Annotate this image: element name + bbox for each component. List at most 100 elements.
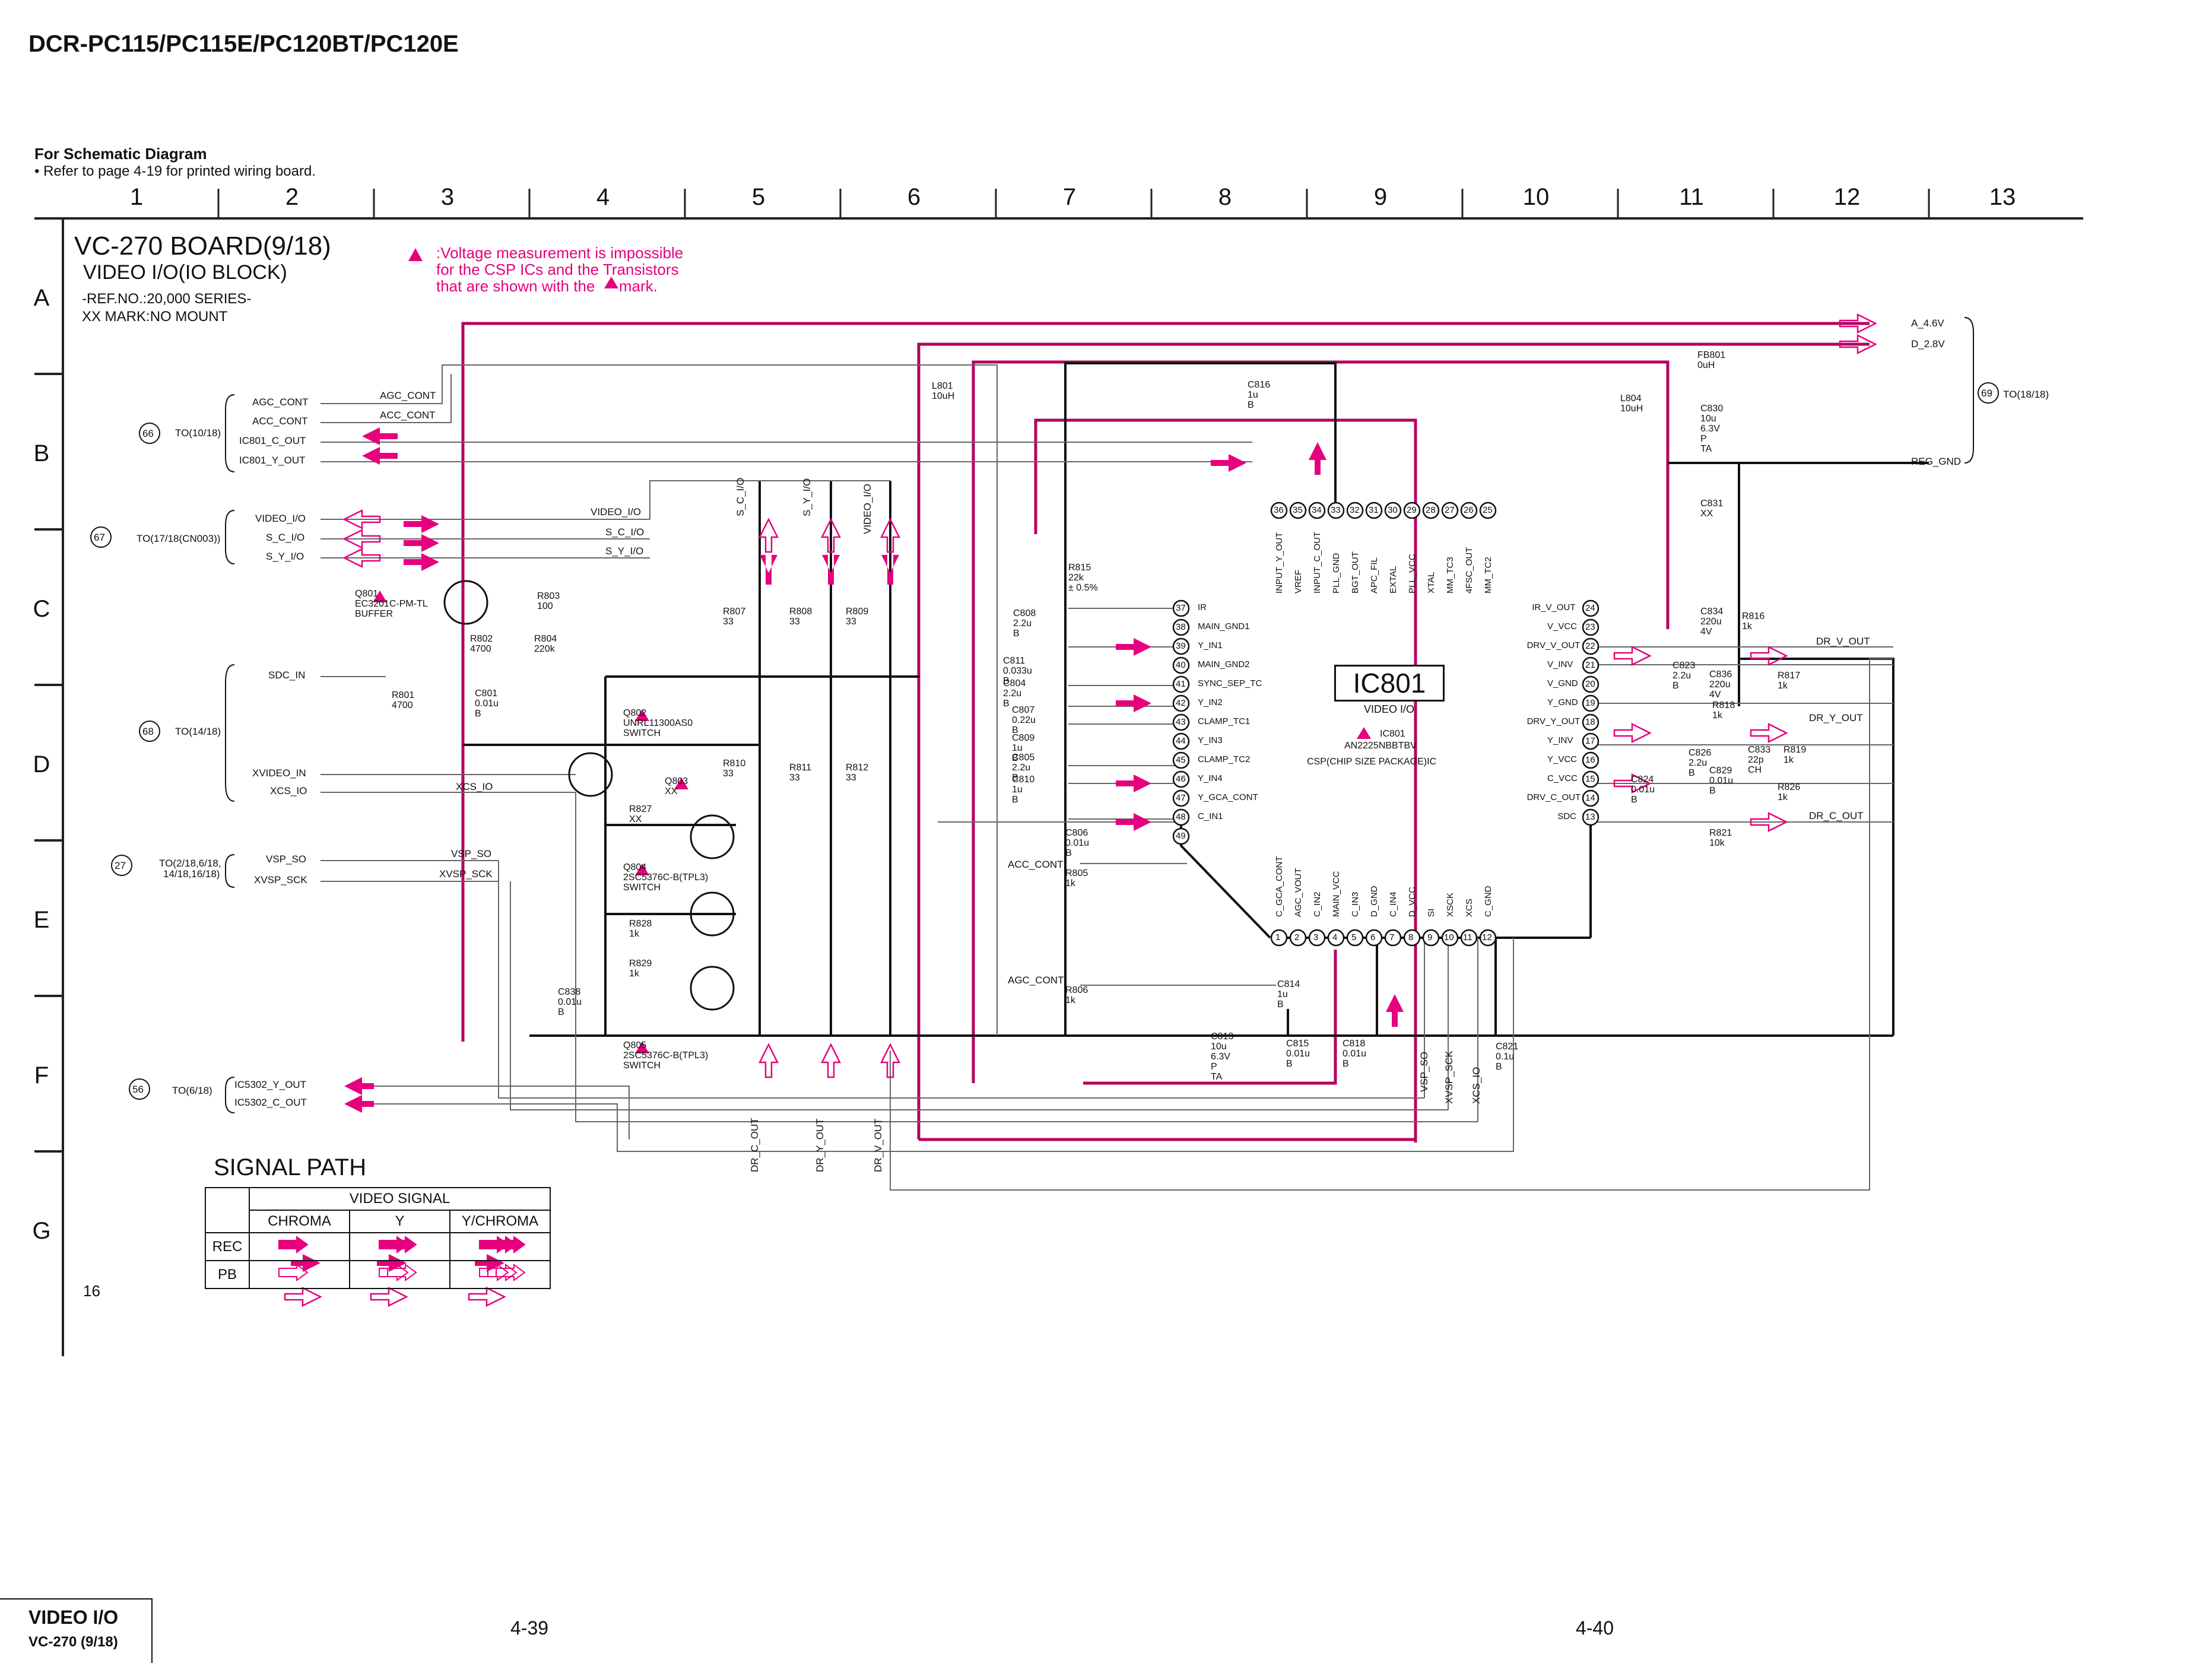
connector-68-to: TO(14/18) [175, 726, 221, 737]
ic-pin-name-9: SI [1426, 908, 1436, 917]
sp-pb-ychroma-arrow-arrow-0 [478, 1264, 509, 1281]
ic-pin-41: 41 [1176, 679, 1186, 689]
ic-pin-29: 29 [1407, 505, 1417, 515]
col-1: 1 [129, 184, 144, 210]
ic-pin-9: 9 [1427, 932, 1433, 942]
for-schematic-heading: For Schematic Diagram [34, 145, 207, 163]
ic-pin-23: 23 [1585, 622, 1595, 632]
ic-pin-name-3: C_IN2 [1312, 891, 1322, 917]
ic-pin-name-18: DRV_Y_OUT [1526, 716, 1581, 726]
sp-rec-chroma-arrow [249, 1232, 350, 1261]
sp-pb-y-arrow-arrow-0 [378, 1264, 409, 1281]
ic-pin-40: 40 [1176, 660, 1186, 670]
ic-pin-19: 19 [1585, 698, 1595, 708]
net-s-y-io: S_Y_I/O [605, 545, 644, 557]
ic-pin-17: 17 [1585, 736, 1595, 746]
ic-pin-45: 45 [1176, 755, 1186, 765]
net-acc-cont-2: ACC_CONT [1008, 859, 1064, 870]
port-ic801-c-out: IC801_C_OUT [239, 435, 306, 446]
pb-arrows [284, 313, 1877, 1307]
col-7: 7 [1062, 184, 1077, 210]
port-acc-cont: ACC_CONT [252, 415, 308, 427]
net-dr-v-out: DR_V_OUT [1816, 636, 1870, 647]
col-8: 8 [1218, 184, 1232, 210]
col-9: 9 [1373, 184, 1388, 210]
sp-row-rec: REC [205, 1232, 250, 1261]
ic801-part: IC801 [1380, 729, 1405, 739]
ic-pin-name-11: XCS [1464, 899, 1474, 917]
ic-pin-21: 21 [1585, 660, 1595, 670]
ic-pin-name-23: V_VCC [1547, 621, 1578, 631]
connector-69-num: 69 [1981, 388, 1992, 399]
port-ic5302-y-out: IC5302_Y_OUT [234, 1079, 306, 1090]
sp-rec-y-arrow-glyph [378, 1236, 417, 1253]
row-b: B [33, 440, 50, 466]
row-f: F [34, 1062, 49, 1088]
board-title: VC-270 BOARD(9/18) [74, 231, 331, 261]
row-g: G [32, 1218, 51, 1244]
ic-pin-name-48: C_IN1 [1198, 811, 1223, 821]
ic-pin-name-42: Y_IN2 [1198, 697, 1223, 707]
ic-pin-36: 36 [1274, 505, 1284, 515]
ic-pin-name-41: SYNC_SEP_TC [1198, 678, 1262, 688]
net-acc-cont: ACC_CONT [380, 410, 436, 421]
col-4: 4 [596, 184, 610, 210]
ic-pin-name-10: XSCK [1445, 893, 1455, 917]
sp-rec-chroma-arrow-glyph [278, 1236, 309, 1253]
port-s-c-io: S_C_I/O [266, 532, 305, 543]
ic-pin-name-20: V_GND [1547, 678, 1578, 688]
net-v-dr-c-out: DR_C_OUT [749, 1118, 760, 1172]
ic-pin-39: 39 [1176, 641, 1186, 651]
port-xvideo-in: XVIDEO_IN [252, 767, 306, 779]
connector-27-num: 27 [115, 860, 126, 871]
connector-27-to: TO(2/18,6/18, [159, 858, 221, 869]
ic-pin-1: 1 [1275, 932, 1281, 942]
warning-triangles [373, 248, 1371, 1053]
sp-row-pb: PB [205, 1260, 250, 1289]
ic-pin-28: 28 [1426, 505, 1436, 515]
sp-pb-ychroma-arrow-arrow-1 [487, 1264, 518, 1281]
ic-pin-12: 12 [1482, 932, 1492, 942]
ic-pin-name-19: Y_GND [1547, 697, 1578, 707]
port-vsp-so: VSP_SO [266, 853, 307, 865]
ic-pin-name-32: BGT_OUT [1350, 551, 1360, 594]
grid-ticks [217, 189, 1930, 218]
ic-pin-48: 48 [1176, 812, 1186, 822]
ic-pin-name-35: VREF [1293, 569, 1303, 594]
net-v-s-y-io: S_Y_I/O [801, 478, 813, 516]
ic-pin-name-38: MAIN_GND1 [1198, 621, 1250, 631]
net-v-dr-v-out: DR_V_OUT [872, 1118, 884, 1172]
sp-pb-ychroma-arrow-glyph [478, 1264, 526, 1281]
ic-pin-18: 18 [1585, 717, 1595, 727]
port-s-y-io: S_Y_I/O [266, 551, 304, 562]
right-page-number: 4-40 [1576, 1617, 1614, 1639]
ic-pin-name-8: D_VCC [1407, 887, 1417, 917]
ic-pin-43: 43 [1176, 717, 1186, 727]
ic-pin-name-31: APC_FIL [1369, 557, 1379, 594]
ic-pin-49: 49 [1176, 831, 1186, 841]
ic-pin-name-6: D_GND [1369, 886, 1379, 917]
net-v-vsp-so: VSP_SO [1418, 1051, 1430, 1092]
port-agc-cont: AGC_CONT [252, 396, 309, 408]
